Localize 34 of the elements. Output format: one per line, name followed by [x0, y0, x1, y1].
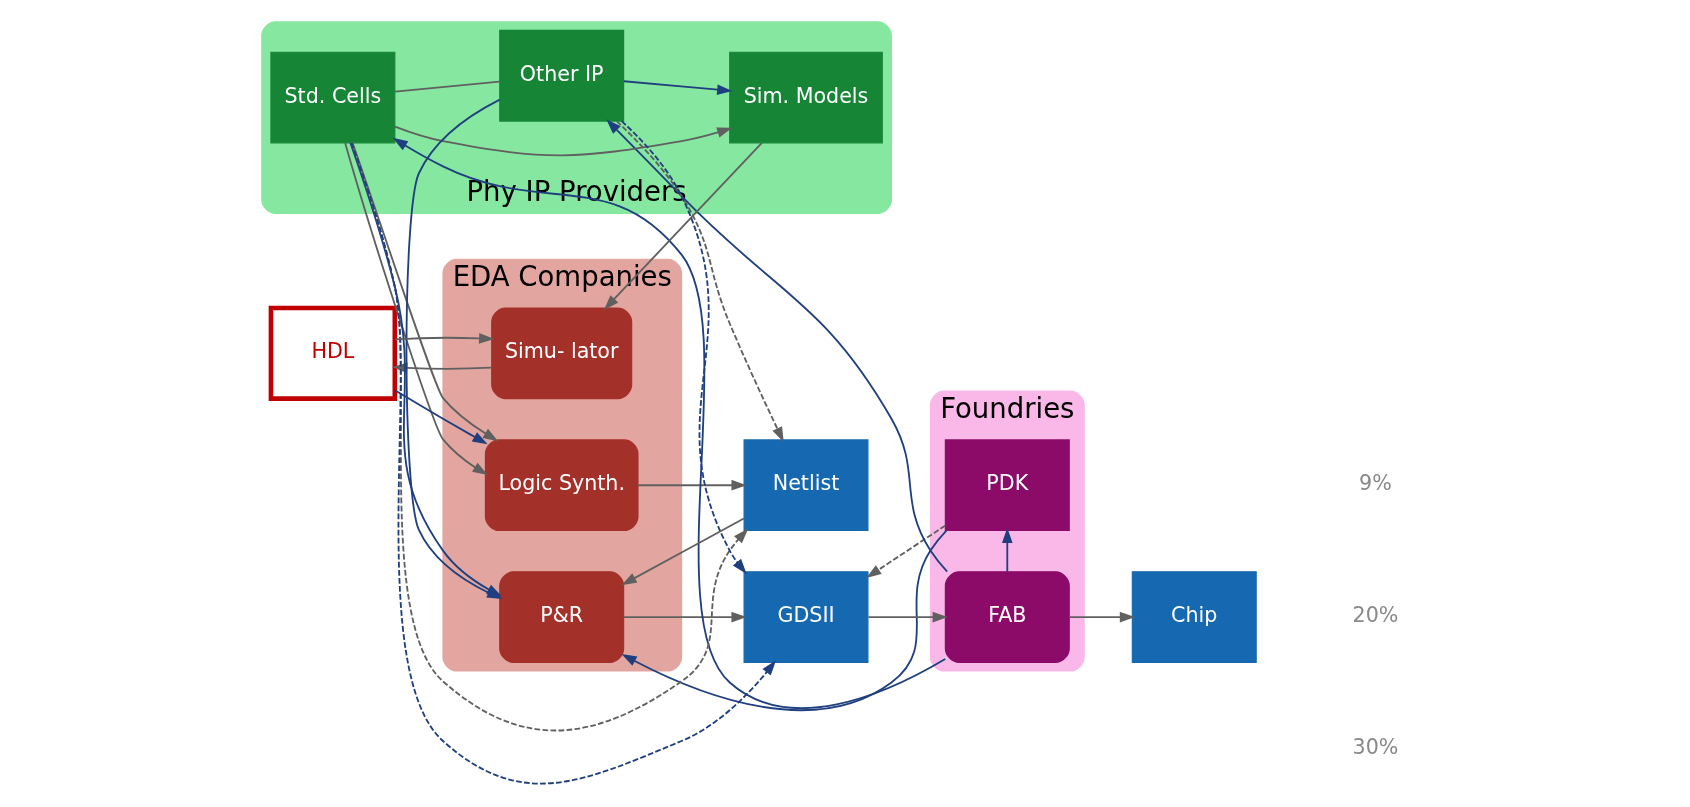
node-box: Sim. Models [729, 51, 883, 144]
arrow [621, 529, 948, 711]
arrow [867, 611, 948, 623]
arrow [394, 389, 488, 445]
arrow [606, 119, 949, 573]
node-box: HDL [268, 305, 398, 401]
arrow [1002, 527, 1013, 573]
arrow [344, 142, 488, 476]
arrow [623, 80, 733, 95]
label: 9% [1359, 471, 1392, 496]
node-box: GDSII [743, 571, 869, 663]
node-box: Simu- lator [491, 307, 633, 400]
node-box: Other IP [499, 29, 625, 122]
connector [394, 80, 501, 93]
arrow [866, 524, 946, 579]
node-box: Chip [1131, 571, 1257, 663]
node-box: FAB [944, 571, 1070, 663]
arrow [351, 142, 499, 442]
arrow [394, 333, 495, 344]
node-box: Logic Synth. [484, 439, 639, 532]
arrow [621, 517, 745, 586]
node-box: Std. Cells [270, 51, 396, 144]
node-box: P&R [499, 571, 625, 663]
label: 30% [1352, 735, 1399, 760]
node-box: PDK [944, 439, 1070, 532]
node-box: Netlist [743, 439, 869, 532]
arrow [637, 479, 747, 491]
label: 20% [1352, 603, 1399, 628]
arrow [620, 120, 747, 574]
arrow [603, 142, 763, 310]
arrow [623, 611, 747, 623]
arrow [1068, 611, 1135, 623]
arrow [615, 120, 784, 443]
arrow [394, 125, 733, 157]
